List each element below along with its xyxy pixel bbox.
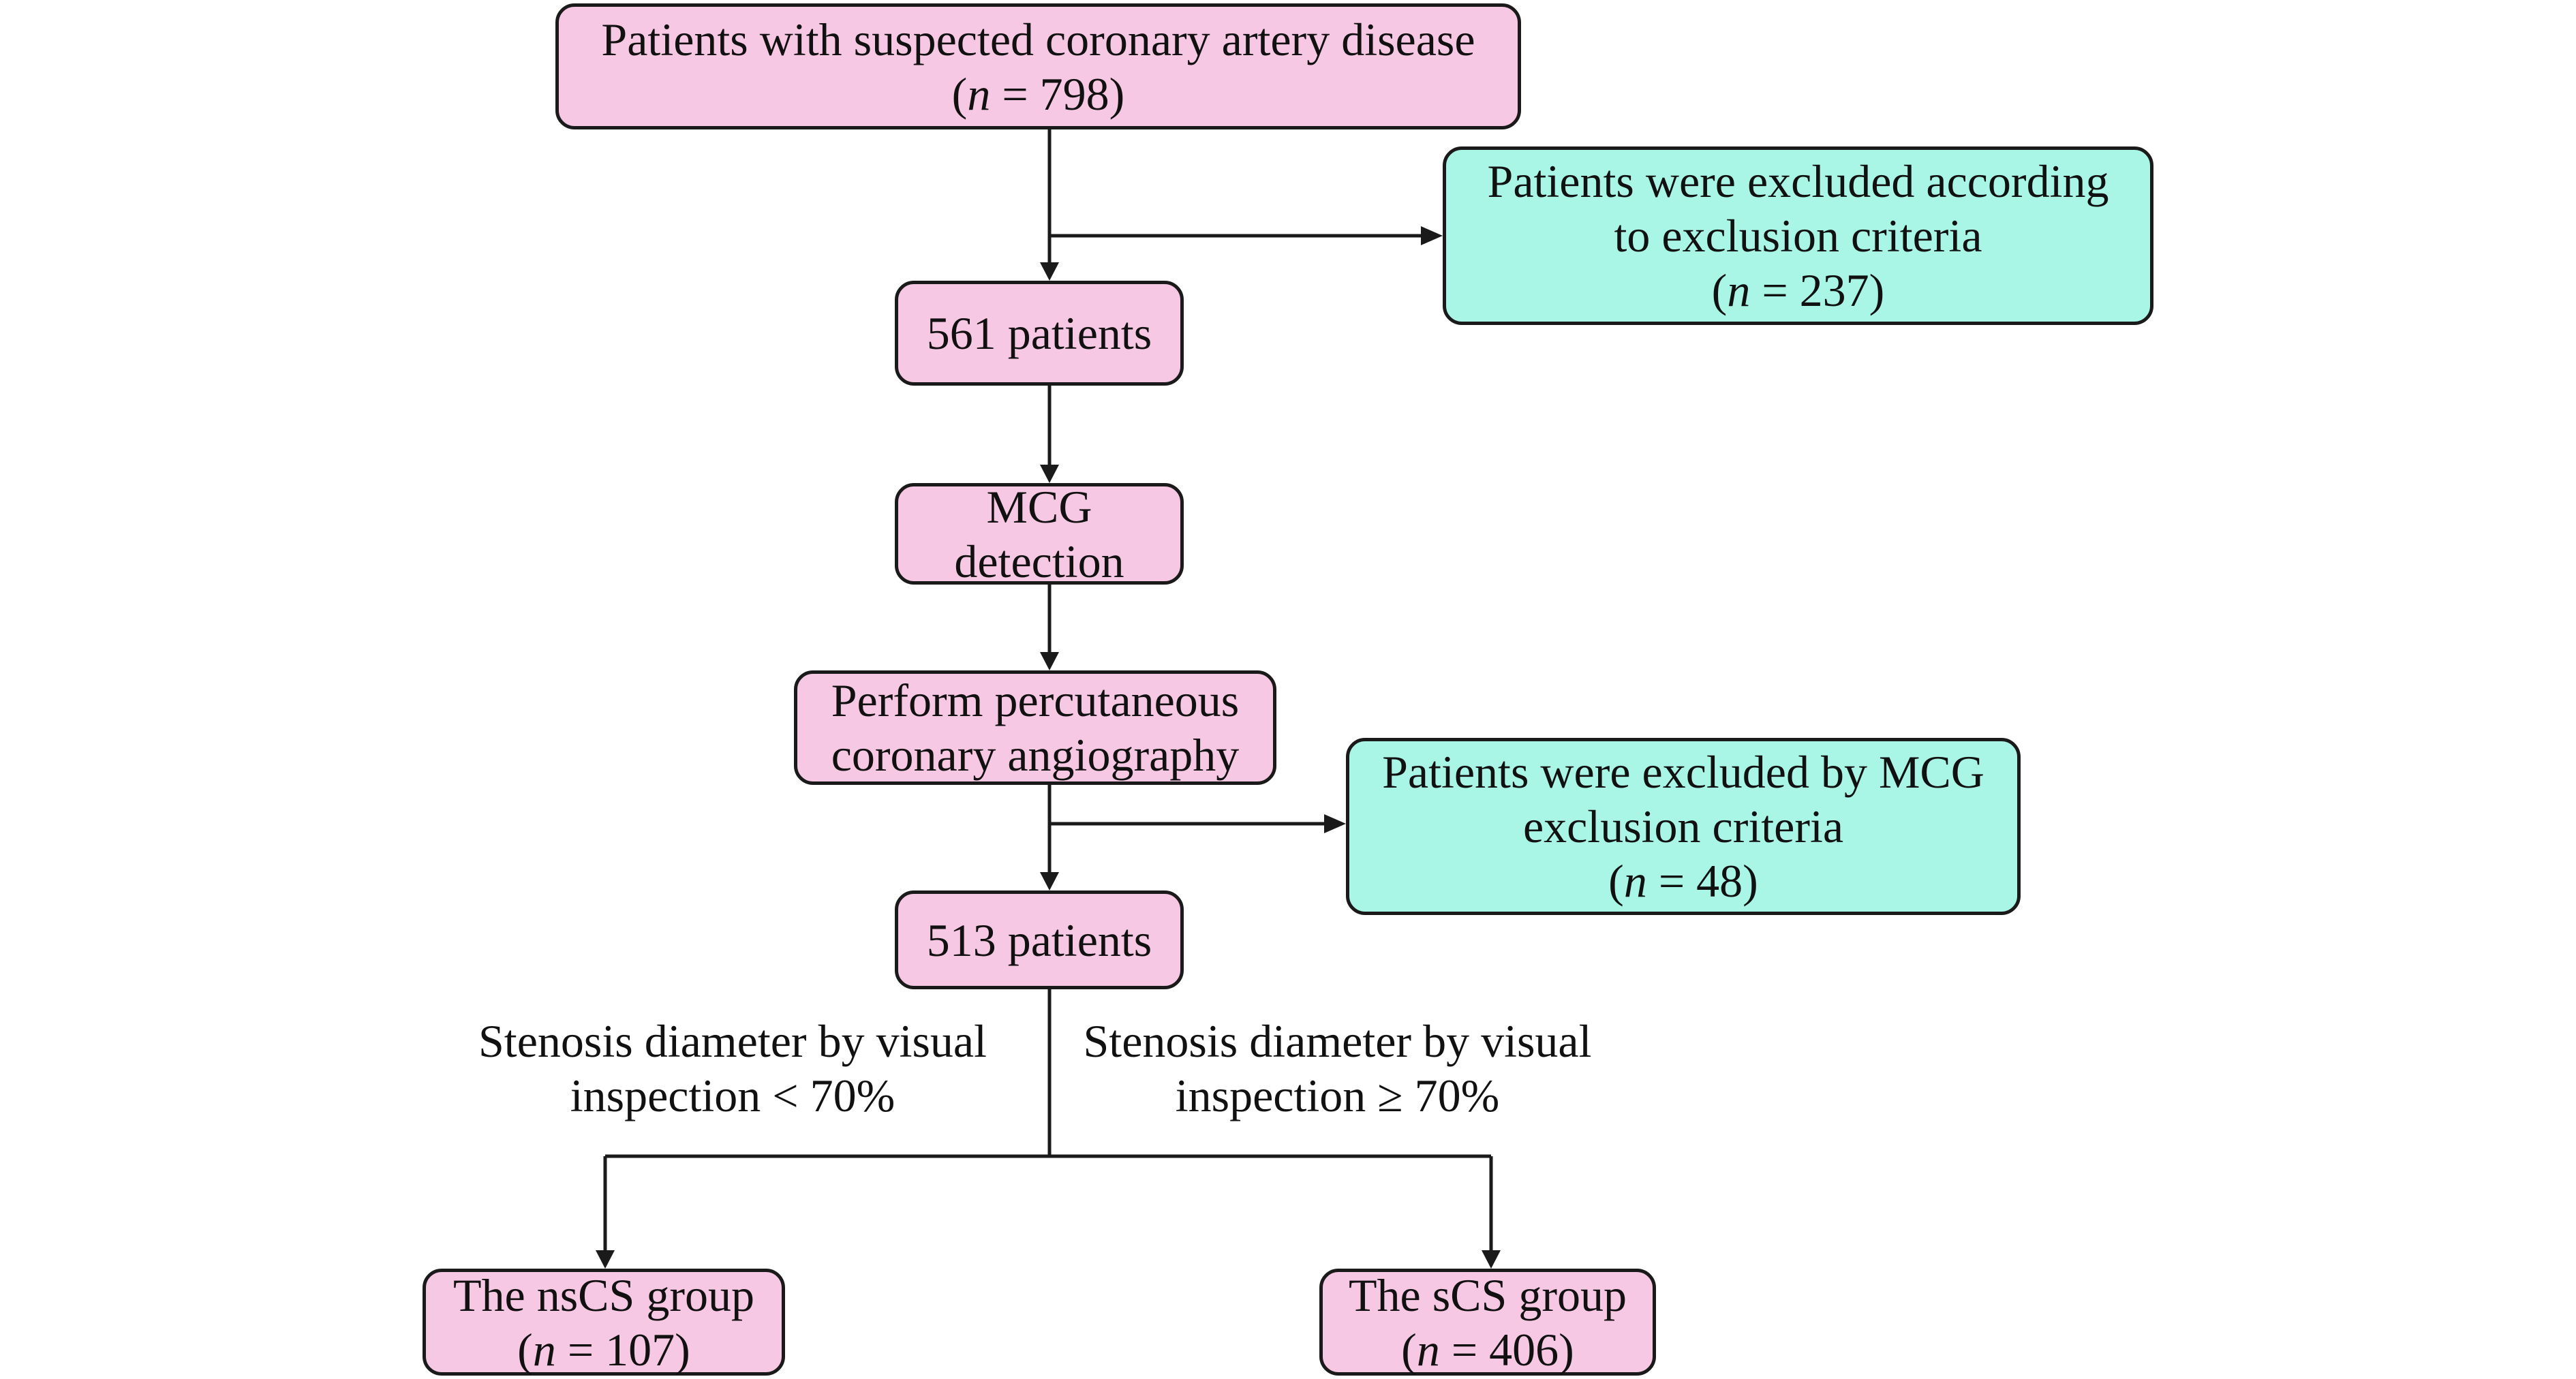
box-suspected-cad: Patients with suspected coronary artery … bbox=[555, 3, 1521, 129]
box-scs-group-label: The sCS group bbox=[1349, 1269, 1627, 1321]
branch-label-below-70: Stenosis diameter by visual inspection <… bbox=[446, 1014, 1019, 1123]
branch-label-above-70-line1: Stenosis diameter by visual bbox=[1083, 1015, 1592, 1067]
box-mcg-detection: MCG detection bbox=[895, 480, 1184, 587]
count-value: = 237) bbox=[1750, 264, 1885, 316]
box-561-patients-label: 561 patients bbox=[926, 307, 1152, 359]
n-symbol: n bbox=[532, 1323, 556, 1376]
arrowhead-scs bbox=[1482, 1250, 1501, 1269]
box-513-patients: 513 patients bbox=[895, 890, 1184, 989]
box-excluded-mcg: Patients were excluded by MCG exclusion … bbox=[1346, 738, 2021, 915]
count-value: = 48) bbox=[1646, 855, 1758, 907]
box-suspected-cad-label: Patients with suspected coronary artery … bbox=[601, 13, 1475, 65]
box-excluded-mcg-line2: exclusion criteria bbox=[1522, 801, 1844, 852]
branch-label-below-70-line1: Stenosis diameter by visual bbox=[478, 1015, 987, 1067]
arrowhead-angiography bbox=[1040, 652, 1059, 670]
arrowhead-excluded-2 bbox=[1324, 814, 1346, 833]
box-excluded-mcg-line1: Patients were excluded by MCG bbox=[1382, 746, 1984, 798]
box-mcg-detection-line1: MCG bbox=[986, 480, 1092, 533]
box-scs-group: The sCS group (n = 406) bbox=[1319, 1269, 1656, 1376]
box-angiography-line2: coronary angiography bbox=[831, 729, 1240, 781]
box-angiography: Perform percutaneous coronary angiograph… bbox=[794, 670, 1276, 785]
box-suspected-cad-count: (n = 798) bbox=[951, 67, 1125, 120]
arrowhead-excluded-1 bbox=[1421, 226, 1443, 245]
branch-label-above-70: Stenosis diameter by visual inspection ≥… bbox=[1049, 1014, 1625, 1123]
n-symbol: n bbox=[967, 67, 991, 120]
count-value: = 107) bbox=[555, 1323, 690, 1376]
box-excluded-criteria-line1: Patients were excluded according bbox=[1487, 155, 2109, 207]
arrowhead-mcg bbox=[1040, 465, 1059, 483]
n-symbol: n bbox=[1623, 855, 1647, 907]
box-513-patients-label: 513 patients bbox=[926, 914, 1152, 966]
count-value: = 798) bbox=[990, 67, 1125, 120]
arrowhead-561 bbox=[1040, 262, 1059, 281]
arrowhead-nscs bbox=[596, 1250, 615, 1269]
box-excluded-mcg-count: (n = 48) bbox=[1608, 855, 1758, 907]
branch-label-below-70-line2: inspection < 70% bbox=[570, 1070, 895, 1121]
n-symbol: n bbox=[1416, 1323, 1440, 1376]
box-nscs-group: The nsCS group (n = 107) bbox=[423, 1269, 785, 1376]
box-excluded-criteria: Patients were excluded according to excl… bbox=[1443, 146, 2153, 325]
count-value: = 406) bbox=[1439, 1323, 1574, 1376]
box-561-patients: 561 patients bbox=[895, 281, 1184, 386]
box-scs-group-count: (n = 406) bbox=[1401, 1323, 1574, 1376]
box-excluded-criteria-count: (n = 237) bbox=[1711, 264, 1885, 316]
box-nscs-group-count: (n = 107) bbox=[517, 1323, 690, 1376]
box-mcg-detection-line2: detection bbox=[954, 535, 1124, 587]
box-nscs-group-label: The nsCS group bbox=[453, 1269, 754, 1321]
box-angiography-line1: Perform percutaneous bbox=[831, 675, 1240, 726]
box-excluded-criteria-line2: to exclusion criteria bbox=[1614, 210, 1982, 262]
branch-label-above-70-line2: inspection ≥ 70% bbox=[1175, 1070, 1500, 1121]
n-symbol: n bbox=[1727, 264, 1751, 316]
arrowhead-513 bbox=[1040, 872, 1059, 890]
